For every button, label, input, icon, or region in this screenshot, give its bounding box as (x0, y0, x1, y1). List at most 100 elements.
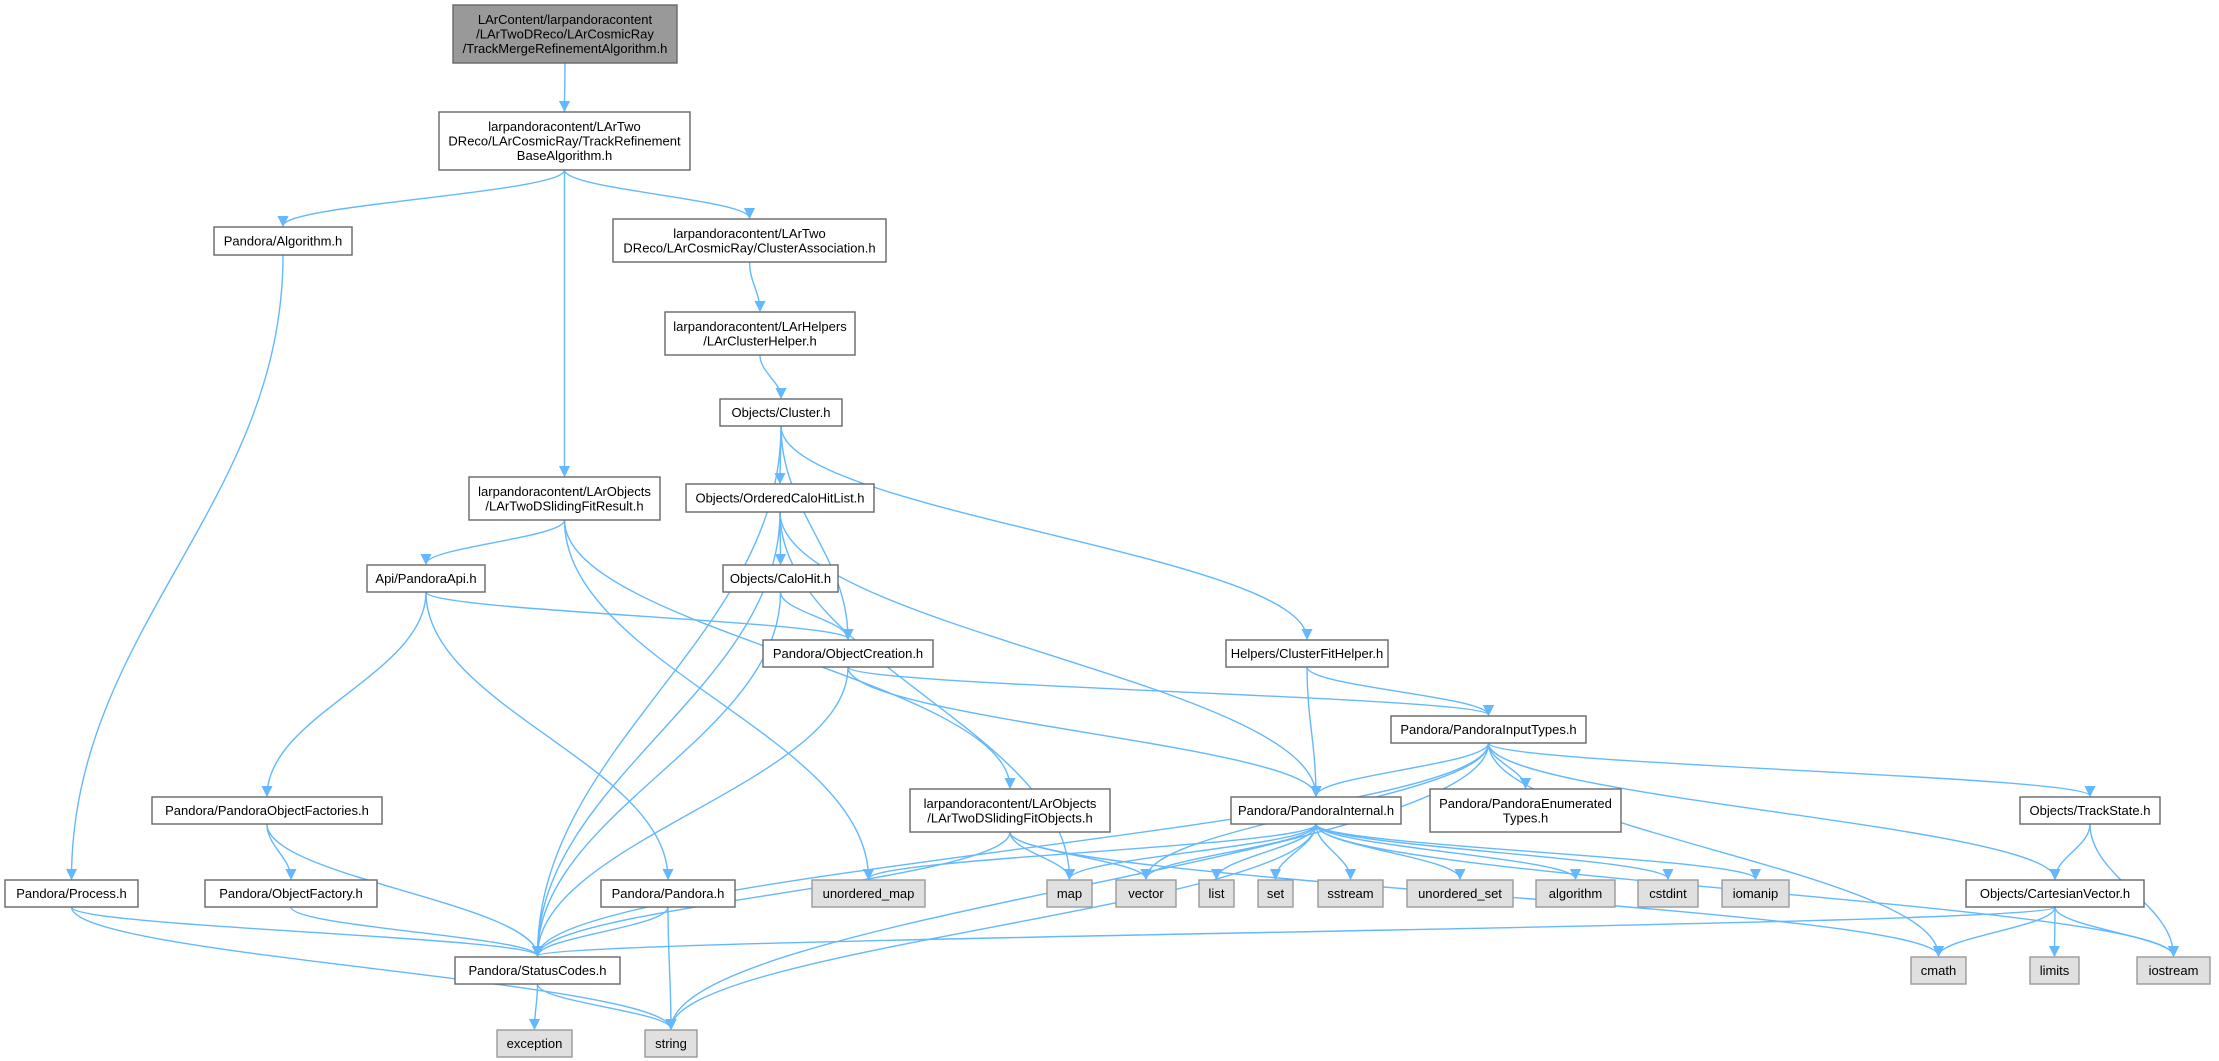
edge-pandora-pandorainternal-h-to-string (665, 823, 1317, 1031)
node-api-pandoraapi-h[interactable]: Api/PandoraApi.h (366, 564, 486, 593)
node-box (2029, 956, 2080, 985)
edge-api-pandoraapi-h-to-pandora-pandoraobjectfactories-h (261, 591, 427, 798)
node-label: larpandoracontent/LArObjects (478, 484, 651, 499)
edge-pandora-pandorainputtypes-h-to-objects-cartesianvector-h (1487, 742, 2061, 881)
node-label: sstream (1327, 886, 1373, 901)
node-label: list (1209, 886, 1225, 901)
edge-larpandoracontent-lartwodreco-larcosmicr-to-larpandoracontent-lartwodreco-larcosmicr (563, 169, 755, 220)
edge-pandora-objectcreation-h-to-pandora-pandorainternal-h (847, 666, 1322, 798)
edge-pandora-pandorainternal-h-to-algorithm (1315, 823, 1581, 881)
node-box (664, 311, 856, 356)
edge-objects-cartesianvector-h-to-cmath (1932, 906, 2056, 958)
node-label: /LArTwoDReco/LArCosmicRay (476, 27, 654, 42)
node-box (1390, 715, 1587, 744)
node-pandora-pandorainternal-h[interactable]: Pandora/PandoraInternal.h (1230, 796, 1402, 825)
edge-pandora-process-h-to-string (70, 906, 677, 1031)
node-pandora-algorithm-h[interactable]: Pandora/Algorithm.h (213, 226, 353, 256)
node-label: Pandora/ObjectCreation.h (773, 646, 923, 661)
node-box (722, 564, 839, 593)
edge-pandora-pandorainputtypes-h-to-pandora-statuscodes-h (532, 742, 1490, 958)
node-box (1965, 879, 2145, 908)
node-pandora-objectcreation-h[interactable]: Pandora/ObjectCreation.h (762, 639, 934, 668)
node-box (762, 639, 934, 668)
node-label: DReco/LArCosmicRay/TrackRefinement (448, 134, 681, 149)
node-objects-orderedcalohitlist-h[interactable]: Objects/OrderedCaloHitList.h (685, 483, 875, 513)
node-label: Pandora/PandoraEnumerated (1439, 796, 1612, 811)
edge-pandora-objectfactory-h-to-pandora-statuscodes-h (290, 906, 543, 958)
node-set: set (1257, 879, 1294, 908)
node-label: /LArTwoDSlidingFitObjects.h (927, 810, 1092, 825)
edge-pandora-pandora-h-to-pandora-statuscodes-h (531, 906, 669, 958)
node-pandora-objectfactory-h[interactable]: Pandora/ObjectFactory.h (204, 879, 378, 908)
edge-larpandoracontent-lartwodreco-larcosmicr-to-larpandoracontent-larhelpers-larclusterh (748, 261, 766, 313)
node-larcontent-larpandoracontent-lartwodreco-larcosmicray-trackmergerefinementalgorithm-h[interactable]: LArContent/larpandoracontent/LArTwoDReco… (452, 4, 678, 64)
node-box (1257, 879, 1294, 908)
edge-pandora-pandoraobjectfactories-h-to-pandora-objectfactory-h (266, 823, 297, 881)
node-box (366, 564, 486, 593)
node-box (468, 476, 661, 521)
edge-pandora-pandorainternal-h-to-iomanip (1315, 823, 1761, 881)
edge-larpandoracontent-larobjects-lartwodslid-to-unordered-map (563, 519, 875, 881)
node-pandora-pandoraobjectfactories-h[interactable]: Pandora/PandoraObjectFactories.h (151, 796, 383, 825)
edge-larpandoracontent-larobjects-lartwodslid-to-api-pandoraapi-h (420, 519, 566, 566)
node-box (452, 4, 678, 64)
node-box (454, 956, 621, 985)
edge-objects-trackstate-h-to-objects-cartesianvector-h (2049, 823, 2091, 881)
node-pandora-pandorainputtypes-h[interactable]: Pandora/PandoraInputTypes.h (1390, 715, 1587, 744)
node-label: Objects/OrderedCaloHitList.h (695, 491, 864, 506)
node-pandora-process-h[interactable]: Pandora/Process.h (4, 879, 139, 908)
edge-pandora-statuscodes-h-to-string (536, 983, 677, 1031)
node-box (1406, 879, 1514, 908)
node-box (1637, 879, 1699, 908)
node-label: LArContent/larpandoracontent (478, 12, 653, 27)
node-label: /TrackMergeRefinementAlgorithm.h (463, 41, 668, 56)
node-map: map (1046, 879, 1093, 908)
node-label: Pandora/Process.h (16, 886, 127, 901)
node-larpandoracontent-lartwodreco-larcosmicray-trackrefinementbasealgorithm-h[interactable]: larpandoracontent/LArTwoDReco/LArCosmicR… (438, 111, 691, 171)
node-label: larpandoracontent/LArHelpers (673, 319, 847, 334)
node-label: DReco/LArCosmicRay/ClusterAssociation.h (623, 240, 875, 255)
node-label: string (655, 1036, 687, 1051)
node-objects-calohit-h[interactable]: Objects/CaloHit.h (722, 564, 839, 593)
node-box (612, 218, 887, 263)
edge-pandora-pandorainternal-h-to-unordered-map (863, 823, 1317, 881)
edge-pandora-pandoraobjectfactories-h-to-pandora-statuscodes-h (266, 823, 544, 958)
node-larpandoracontent-larobjects-lartwodslidingfitobjects-h[interactable]: larpandoracontent/LArObjects/LArTwoDSlid… (909, 788, 1111, 833)
edge-pandora-pandorainternal-h-to-map (1064, 823, 1317, 881)
node-label: exception (507, 1036, 563, 1051)
node-box (1115, 879, 1177, 908)
edge-objects-cartesianvector-h-to-pandora-statuscodes-h (532, 906, 2056, 958)
node-box (1910, 956, 1967, 985)
node-limits: limits (2029, 956, 2080, 985)
node-helpers-clusterfithelper-h[interactable]: Helpers/ClusterFitHelper.h (1225, 639, 1389, 668)
node-box (1317, 879, 1384, 908)
edge-pandora-pandorainputtypes-h-to-pandora-pandorainternal-h (1310, 742, 1490, 798)
node-box (1046, 879, 1093, 908)
node-larpandoracontent-larhelpers-larclusterhelper-h[interactable]: larpandoracontent/LArHelpers/LArClusterH… (664, 311, 856, 356)
node-larpandoracontent-larobjects-lartwodslidingfitresult-h[interactable]: larpandoracontent/LArObjects/LArTwoDSlid… (468, 476, 661, 521)
node-label: Pandora/ObjectFactory.h (219, 886, 363, 901)
node-label: Objects/TrackState.h (2030, 803, 2151, 818)
edge-larpandoracontent-larhelpers-larclusterh-to-objects-cluster-h (759, 354, 787, 400)
node-box (1198, 879, 1235, 908)
node-box (151, 796, 383, 825)
node-larpandoracontent-lartwodreco-larcosmicray-clusterassociation-h[interactable]: larpandoracontent/LArTwoDReco/LArCosmicR… (612, 218, 887, 263)
edge-pandora-objectcreation-h-to-pandora-statuscodes-h (531, 666, 849, 958)
node-label: cmath (1921, 963, 1956, 978)
node-cmath: cmath (1910, 956, 1967, 985)
node-pandora-pandora-h[interactable]: Pandora/Pandora.h (600, 879, 736, 908)
node-label: Objects/Cluster.h (732, 405, 831, 420)
node-box (2136, 956, 2211, 985)
edge-pandora-pandorainternal-h-to-cstdint (1315, 823, 1674, 881)
edge-objects-cartesianvector-h-to-iostream (2054, 906, 2180, 958)
node-label: Pandora/PandoraInternal.h (1238, 803, 1394, 818)
node-objects-trackstate-h[interactable]: Objects/TrackState.h (2019, 796, 2161, 825)
node-pandora-statuscodes-h[interactable]: Pandora/StatusCodes.h (454, 956, 621, 985)
node-objects-cartesianvector-h[interactable]: Objects/CartesianVector.h (1965, 879, 2145, 908)
node-unordered-map: unordered_map (811, 879, 926, 908)
node-objects-cluster-h[interactable]: Objects/Cluster.h (719, 398, 843, 427)
node-label: BaseAlgorithm.h (517, 148, 612, 163)
node-label: limits (2040, 963, 2070, 978)
